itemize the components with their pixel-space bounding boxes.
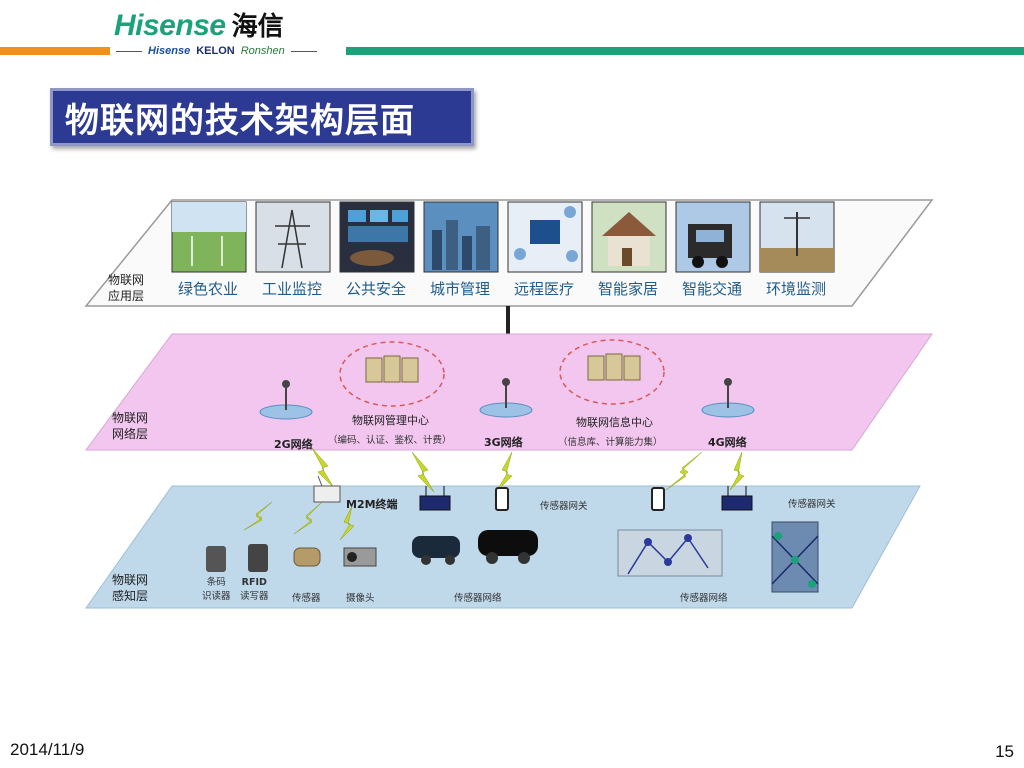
mgmt-center-ring xyxy=(339,341,445,407)
info-center-detail: （信息库、计算能力集） xyxy=(558,437,663,448)
label-line: 识读器 xyxy=(202,591,231,602)
footer-date: 2014/11/9 xyxy=(10,740,85,759)
truck-photo xyxy=(675,201,751,273)
app-item-environment: 环境监测 xyxy=(766,280,827,298)
city-photo xyxy=(423,201,499,273)
sensor-icon xyxy=(293,547,321,567)
sensor-network-bridge xyxy=(617,529,723,577)
handheld-device-1 xyxy=(495,487,509,511)
header-band xyxy=(0,45,1024,57)
sensor-network-label-2: 传感器网络 xyxy=(680,593,728,604)
tower-photo xyxy=(255,201,331,273)
gateway-router-1 xyxy=(419,486,451,511)
base-station-4g xyxy=(701,378,755,418)
cars-icon xyxy=(412,530,538,565)
brand-line: Hisense KELON Ronshen xyxy=(116,44,317,58)
layer-name-line: 物联网 xyxy=(112,411,149,425)
barcode-reader-icon xyxy=(206,546,226,572)
page-number: 15 xyxy=(995,742,1014,761)
sensor-label: 传感器 xyxy=(292,593,321,604)
network-2g-label: 2G网络 xyxy=(274,438,313,451)
perception-layer-name: 物联网 感知层 xyxy=(112,572,148,604)
mgmt-center-detail: （编码、认证、鉴权、计费） xyxy=(328,435,452,446)
app-item-agriculture: 绿色农业 xyxy=(178,280,239,298)
app-item-city: 城市管理 xyxy=(430,280,491,298)
base-station-2g xyxy=(259,380,313,420)
label-line: RFID xyxy=(241,577,267,588)
info-servers xyxy=(587,353,641,381)
rfid-reader-icon xyxy=(248,544,268,572)
field-photo xyxy=(171,201,247,273)
mgmt-center-label: 物联网管理中心 xyxy=(352,414,429,427)
app-item-public-safety: 公共安全 xyxy=(346,280,407,298)
label-line: 条码 xyxy=(206,577,226,588)
app-item-smart-home: 智能家居 xyxy=(598,280,659,298)
green-stripe xyxy=(346,47,1024,55)
info-center-label: 物联网信息中心 xyxy=(576,416,653,429)
divider xyxy=(116,50,142,52)
network-layer-name: 物联网 网络层 xyxy=(112,410,148,442)
layer-name-line: 物联网 xyxy=(108,273,145,287)
medical-photo xyxy=(507,201,583,273)
camera-label: 摄像头 xyxy=(346,593,375,604)
orange-stripe xyxy=(0,47,110,55)
layer-name-line: 网络层 xyxy=(112,427,149,441)
mgmt-servers xyxy=(365,355,419,383)
m2m-terminal-label: M2M终端 xyxy=(346,498,398,511)
app-item-medical: 远程医疗 xyxy=(514,280,575,298)
brand-kelon: KELON xyxy=(196,45,235,57)
camera-icon xyxy=(343,547,377,567)
house-photo xyxy=(591,201,667,273)
layer-name-line: 物联网 xyxy=(112,573,149,587)
divider xyxy=(290,50,317,52)
m2m-terminal xyxy=(313,475,341,503)
logo-chinese: 海信 xyxy=(231,12,284,42)
hisense-logo: Hisense 海信 xyxy=(114,6,284,42)
app-layer-name: 物联网 应用层 xyxy=(108,272,144,304)
app-item-traffic: 智能交通 xyxy=(682,280,743,298)
network-4g-label: 4G网络 xyxy=(708,436,747,449)
control-room-photo xyxy=(339,201,415,273)
diagram-graphics xyxy=(84,199,934,609)
sensor-gateway-label-2: 传感器网关 xyxy=(788,499,836,510)
layer-connector xyxy=(506,306,510,334)
iot-architecture-diagram: 物联网 应用层 绿色农业 工业监控 公共安全 城市管理 远程医疗 智能家居 智能… xyxy=(82,196,934,616)
gateway-router-2 xyxy=(721,486,753,511)
sensor-network-label-1: 传感器网络 xyxy=(454,593,502,604)
app-item-industrial: 工业监控 xyxy=(262,280,323,298)
sensor-network-building xyxy=(771,521,819,593)
sensor-gateway-label-1: 传感器网关 xyxy=(540,501,588,512)
weather-station-photo xyxy=(759,201,835,273)
base-station-3g xyxy=(479,378,533,418)
layer-name-line: 感知层 xyxy=(112,589,149,603)
handheld-device-2 xyxy=(651,487,665,511)
brand-ronshen: Ronshen xyxy=(240,45,285,57)
network-3g-label: 3G网络 xyxy=(484,436,523,449)
barcode-reader-label: 条码 识读器 xyxy=(202,576,231,604)
network-layer-plane xyxy=(85,333,933,451)
slide-title-box: 物联网的技术架构层面 xyxy=(50,88,474,146)
brand-hisense: Hisense xyxy=(148,45,191,57)
logo-word: Hisense xyxy=(114,9,226,42)
label-line: 读写器 xyxy=(240,591,269,602)
slide-title: 物联网的技术架构层面 xyxy=(65,100,415,141)
info-center-ring xyxy=(559,339,665,405)
layer-name-line: 应用层 xyxy=(108,289,145,303)
rfid-reader-label: RFID 读写器 xyxy=(240,576,269,604)
